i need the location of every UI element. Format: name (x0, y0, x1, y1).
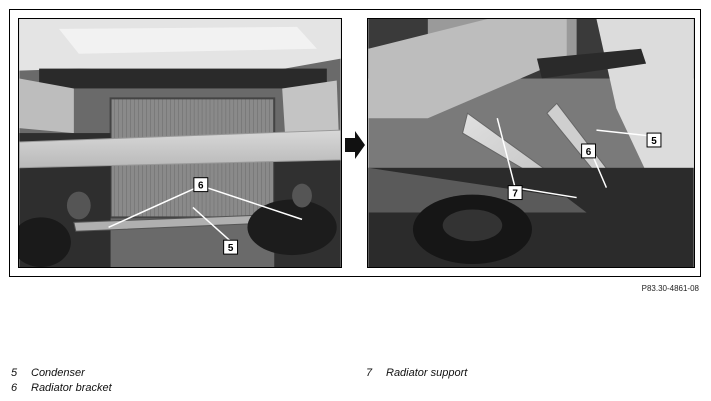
legend-item-radiator-support: 7 Radiator support (366, 367, 467, 379)
legend-label: Radiator bracket (31, 382, 112, 394)
legend-label: Radiator support (386, 367, 468, 379)
right-photo-illustration: 6 5 7 (368, 19, 694, 267)
legend-label: Condenser (31, 367, 85, 379)
legend-item-condenser: 5 Condenser (11, 367, 85, 379)
left-photo: 6 5 (18, 18, 342, 268)
left-photo-illustration: 6 5 (19, 19, 341, 267)
right-callout-5: 5 (651, 136, 657, 147)
legend-number: 6 (11, 382, 18, 394)
right-callout-7: 7 (512, 189, 518, 200)
legend-number: 5 (11, 367, 18, 379)
figure-frame: 6 5 (9, 9, 701, 277)
figure-reference-code: P83.30-4861-08 (641, 284, 699, 293)
legend-number: 7 (366, 367, 373, 379)
right-callout-6: 6 (586, 147, 592, 158)
legend-item-radiator-bracket: 6 Radiator bracket (11, 382, 112, 394)
right-photo: 6 5 7 (367, 18, 695, 268)
left-callout-5: 5 (228, 243, 234, 254)
left-callout-6: 6 (198, 181, 204, 192)
arrow-right-icon (345, 131, 365, 159)
